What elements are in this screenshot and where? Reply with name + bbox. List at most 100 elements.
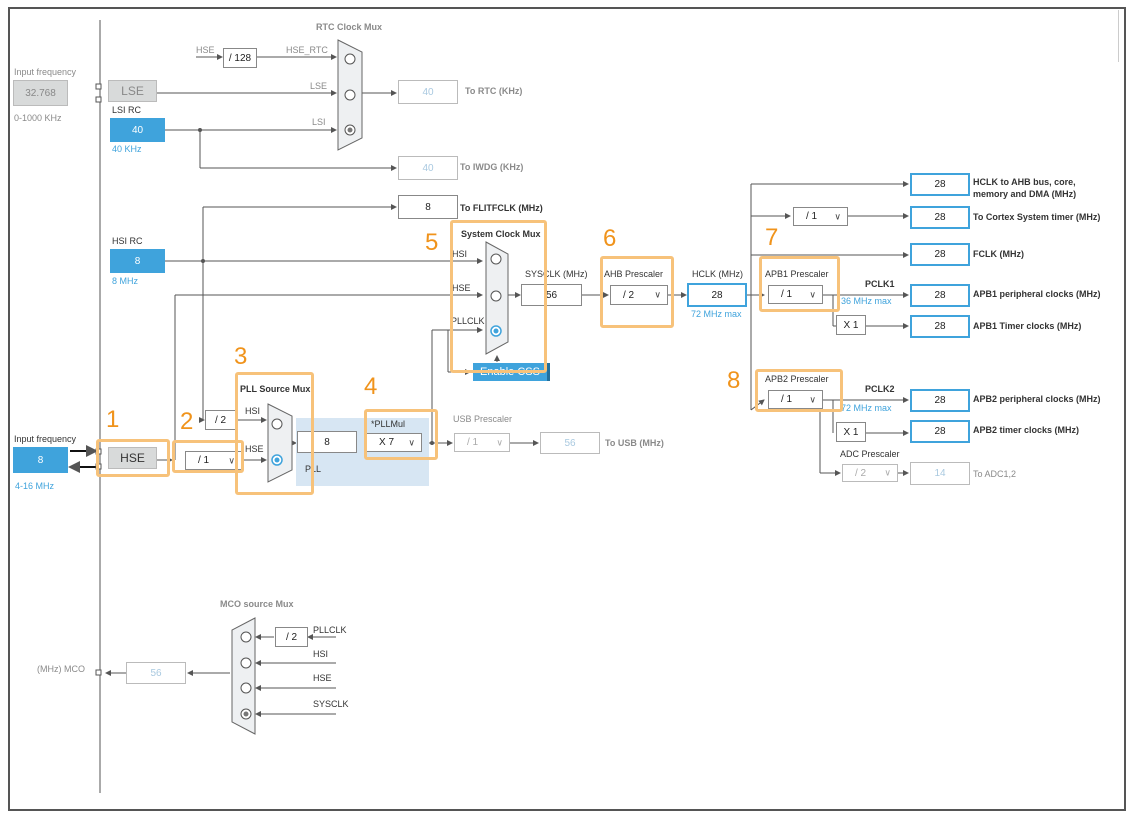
rtc-output-label: To RTC (KHz) [465,86,523,96]
hsi-div2: / 2 [205,410,236,430]
mco-label: (MHz) MCO [37,664,85,674]
apb1-prescaler-value: / 1 [781,289,793,300]
fclk-output: 28 [910,243,970,266]
sysclk-label: SYSCLK (MHz) [525,269,588,279]
apb2-prescaler-label: APB2 Prescaler [765,374,829,384]
hsi-unit: 8 MHz [112,276,139,286]
apb1-prescaler-select[interactable]: / 1 ∨ [768,285,823,304]
chevron-down-icon: ∨ [809,289,816,299]
chevron-down-icon: ∨ [228,455,235,465]
apb1-timer-label: APB1 Timer clocks (MHz) [973,321,1082,331]
marker-3: 3 [234,343,248,370]
marker-8: 8 [727,367,741,394]
hclk-ahb-label-1: HCLK to AHB bus, core, [973,177,1076,187]
pclk1-label: PCLK1 [865,279,895,289]
apb2-prescaler-value: / 1 [781,394,793,405]
pllmul-select[interactable]: X 7∨ [366,433,422,452]
hse-prediv-value: / 1 [198,455,210,466]
chevron-down-icon: ∨ [809,394,816,404]
iwdg-output-label: To IWDG (KHz) [460,162,524,172]
lse-range: 0-1000 KHz [14,113,62,123]
usb-prescaler-value: / 1 [467,437,479,448]
hclk-ahb-label-2: memory and DMA (MHz) [973,189,1077,199]
apb1-prescaler-label: APB1 Prescaler [765,269,829,279]
apb2-periph-label: APB2 peripheral clocks (MHz) [973,394,1101,404]
pll-hse-label: HSE [245,444,264,454]
marker-7: 7 [765,224,779,251]
hse-input-label: Input frequency [14,434,77,444]
pll-source-mux-title: PLL Source Mux [240,384,311,394]
chevron-down-icon: ∨ [884,467,891,478]
apb2-timer-label: APB2 timer clocks (MHz) [973,425,1080,435]
highlight-apb1 [759,256,840,312]
fclk-label: FCLK (MHz) [973,249,1024,259]
lse-box: LSE [108,80,157,102]
rtc-lse-label: LSE [310,81,328,91]
adc-prescaler-value: / 2 [855,467,867,479]
hclk-ahb-output: 28 [910,173,970,196]
apb1-periph-label: APB1 peripheral clocks (MHz) [973,289,1101,299]
rtc-mux-title: RTC Clock Mux [316,22,383,32]
mco-mux-shape [231,617,256,735]
rtc-hse-label: HSE [196,45,215,55]
ahb-prescaler-value: / 2 [623,289,635,301]
sysmux-hse-label: HSE [452,283,471,293]
system-mux-title: System Clock Mux [461,229,541,239]
mco-sysclk-label: SYSCLK [313,699,349,709]
flitfclk-label: To FLITFCLK (MHz) [460,203,543,213]
chevron-down-icon: ∨ [496,437,503,447]
adc-output: 14 [910,462,970,485]
sysmux-hsi-label: HSI [452,249,468,259]
scrollbar[interactable] [1118,10,1125,62]
hse-input-field[interactable]: 8 [13,447,68,473]
sysmux-pllclk-label: PLLCLK [451,316,485,326]
highlight-pll-source [235,372,314,495]
usb-output: 56 [540,432,600,454]
lse-input-field[interactable]: 32.768 [13,80,68,106]
rtc-hse-rtc-label: HSE_RTC [286,45,328,55]
ahb-prescaler-label: AHB Prescaler [604,269,664,279]
chevron-down-icon: ∨ [408,437,415,447]
pll-hsi-label: HSI [245,406,261,416]
highlight-pllmul [364,409,438,460]
ahb-prescaler-select[interactable]: / 2 ∨ [610,285,668,305]
lsi-label: LSI RC [112,105,142,115]
apb2-timer-multiplier: X 1 [836,422,866,442]
marker-4: 4 [364,373,378,400]
apb2-prescaler-select[interactable]: / 1 ∨ [768,390,823,409]
mco-hsi-label: HSI [313,649,329,659]
hclk-label: HCLK (MHz) [692,269,743,279]
usb-prescaler-label: USB Prescaler [453,414,513,424]
cortex-divider-select[interactable]: / 1 ∨ [793,207,848,226]
sysclk-input[interactable]: 56 [521,284,582,306]
apb1-periph-output: 28 [910,284,970,307]
chevron-down-icon: ∨ [654,289,661,300]
mco-pllclk-label: PLLCLK [313,625,347,635]
rtc-output: 40 [398,80,458,104]
hsi-label: HSI RC [112,236,143,246]
chevron-down-icon: ∨ [834,211,841,221]
adc-prescaler-select[interactable]: / 2 ∨ [842,464,898,482]
cortex-divider-value: / 1 [806,211,818,222]
lse-input-label: Input frequency [14,67,77,77]
usb-output-label: To USB (MHz) [605,438,664,448]
adc-label: To ADC1,2 [973,469,1017,479]
rtc-lsi-label: LSI [312,117,326,127]
hclk-input[interactable]: 28 [687,283,747,307]
hse-box: HSE [108,447,157,469]
apb1-timer-multiplier: X 1 [836,315,866,335]
rtc-div128: / 128 [223,48,257,68]
highlight-ahb [600,256,674,328]
usb-prescaler-select[interactable]: / 1 ∨ [454,433,510,452]
mco-mux-title: MCO source Mux [220,599,294,609]
hsi-value: 8 [110,249,165,273]
marker-5: 5 [425,229,439,256]
cortex-label: To Cortex System timer (MHz) [973,212,1101,222]
highlight-hse [96,439,170,477]
apb2-max: 72 MHz max [841,403,892,413]
apb2-periph-output: 28 [910,389,970,412]
marker-6: 6 [603,225,617,252]
lsi-value: 40 [110,118,165,142]
hse-range: 4-16 MHz [15,481,55,491]
